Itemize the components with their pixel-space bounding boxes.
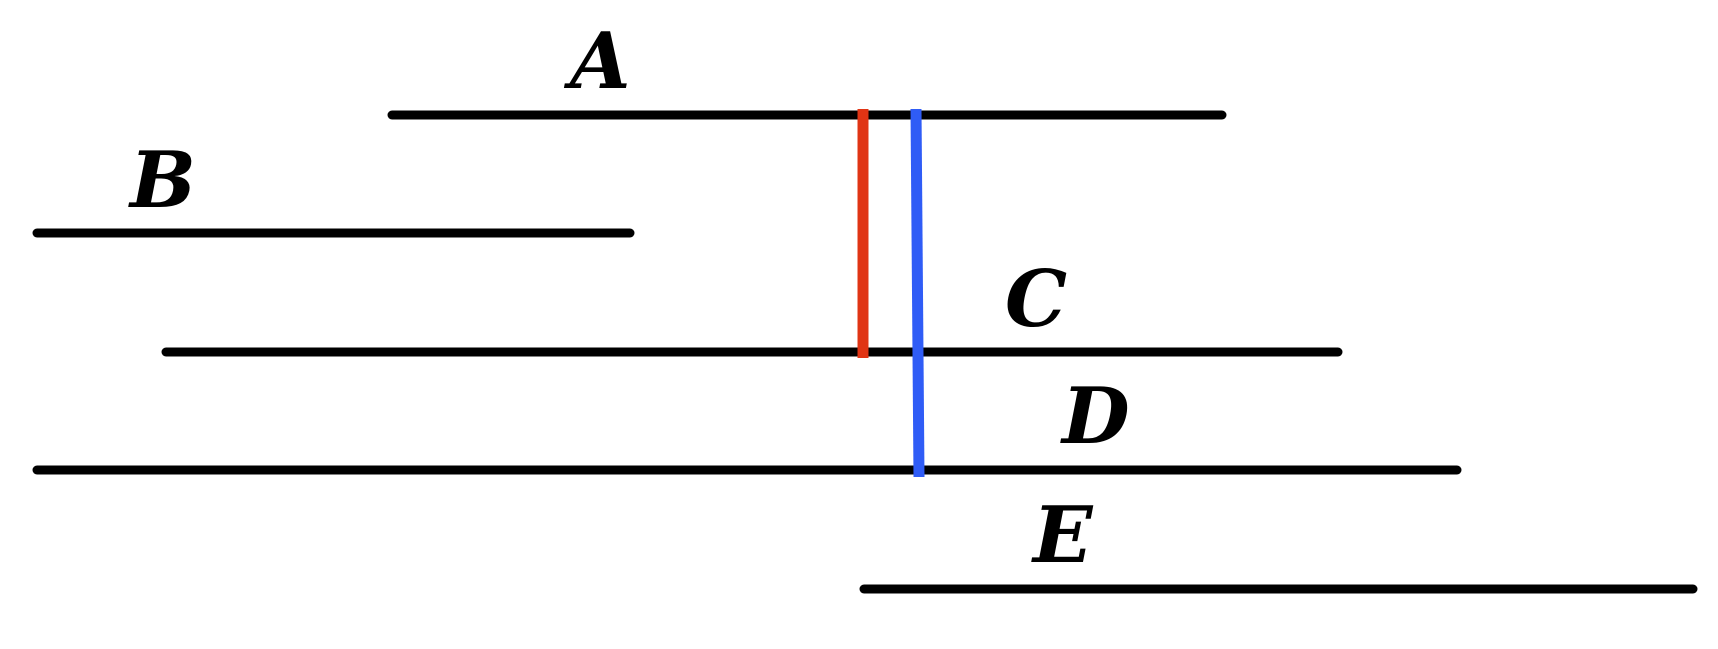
- segment-b-label: B: [128, 135, 196, 226]
- segment-e-label: E: [1031, 490, 1094, 581]
- segment-d-label: D: [1060, 371, 1130, 462]
- segment-a-label: A: [563, 16, 631, 107]
- blue-vertical-marker: [910, 108, 925, 478]
- segment-c-label: C: [1005, 254, 1067, 345]
